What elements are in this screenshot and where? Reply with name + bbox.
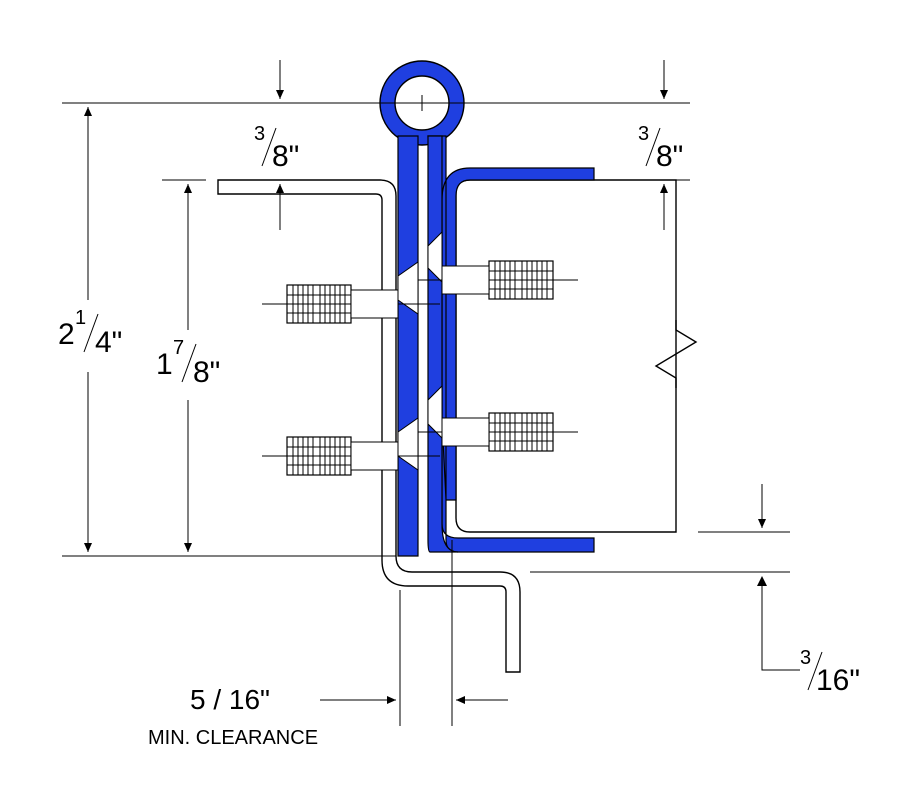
dim-bottom-den: 16" <box>816 664 860 697</box>
clearance-label: MIN. CLEARANCE <box>148 727 318 749</box>
dim-inner: 1 7 8" <box>156 337 220 389</box>
dim-top-left: 3 8" <box>254 123 299 173</box>
door-leaf <box>427 135 595 553</box>
dimension-arrows <box>84 60 800 704</box>
dim-top-left-den: 8" <box>272 140 299 173</box>
dim-top-right-num: 3 <box>638 123 649 145</box>
hinge-leaves <box>379 60 595 557</box>
dim-overall: 2 1 4" <box>58 307 122 359</box>
dim-clearance: 5 / 16" MIN. CLEARANCE <box>148 684 318 749</box>
dim-bottom-num: 3 <box>800 647 811 669</box>
dim-overall-den: 4" <box>95 326 122 359</box>
dim-overall-whole: 2 <box>58 318 75 351</box>
door-screw-lower <box>418 412 578 452</box>
dim-top-right: 3 8" <box>638 123 683 173</box>
dim-inner-den: 8" <box>193 356 220 389</box>
dim-bottom-offset: 3 16" <box>800 647 860 697</box>
dim-top-left-num: 3 <box>254 123 265 145</box>
door-screw-upper <box>418 260 578 300</box>
frame-screw-upper <box>262 284 440 324</box>
frame-jamb <box>217 179 521 673</box>
door-leaf-outline <box>455 179 698 533</box>
frame-screw-lower <box>262 436 440 476</box>
extension-lines <box>62 102 790 726</box>
clearance-value: 5 / 16" <box>190 684 270 715</box>
dim-top-right-den: 8" <box>656 140 683 173</box>
dim-overall-num: 1 <box>75 307 86 329</box>
frame-leaf <box>397 135 419 557</box>
dim-inner-whole: 1 <box>156 348 173 381</box>
dim-inner-num: 7 <box>173 337 184 359</box>
